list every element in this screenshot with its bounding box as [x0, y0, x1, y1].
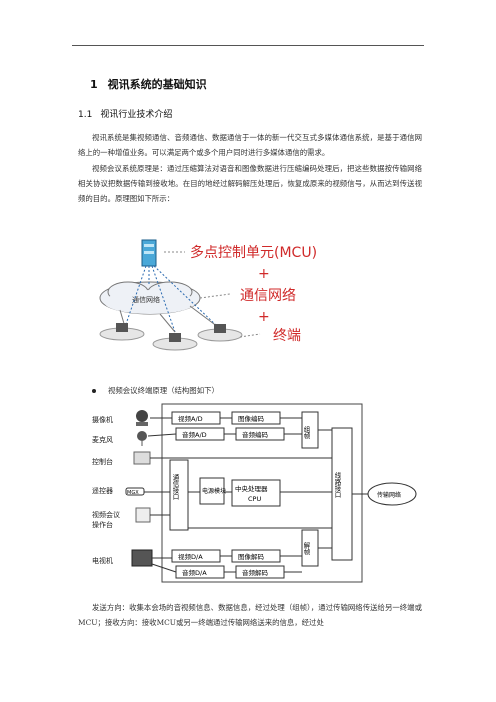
system-overview-diagram: 通信网络 多点控制单元(MCU) + 通信网络 + 终端: [99, 239, 317, 351]
terminal-icon: [152, 333, 198, 351]
image-encode-box: 图像编码: [238, 414, 265, 423]
camera-icon: [136, 410, 148, 426]
intro-paragraph: 视讯系统是集视频通信、音频通信、数据通信于一体的新一代交互式多媒体通信系统，是基…: [78, 133, 422, 157]
terminal-icon: [197, 324, 243, 342]
console-label: 控制台: [92, 457, 113, 466]
transport-network-cloud: 传输网络: [377, 491, 401, 499]
network-label: 通信网络: [240, 288, 296, 304]
principle-paragraph: 视频会议系统原理是：通过压缩算法对语音和图像数据进行压缩编码处理后，把这些数据按…: [78, 164, 422, 203]
microphone-icon: [137, 431, 147, 446]
plus-sign: +: [258, 266, 270, 282]
direction-paragraph: 发送方向：收集本会场的音视频信息、数据信息，经过处理（组帧），通过传输网络传送给…: [78, 603, 422, 627]
image-decode-box: 图像解码: [238, 552, 265, 561]
terminal-label: 终端: [273, 328, 301, 344]
mic-label: 麦克风: [92, 435, 113, 444]
tv-icon: [131, 549, 153, 567]
power-box: 电源模块: [202, 487, 226, 495]
terminal-icon: [99, 323, 145, 341]
plus-sign: +: [258, 309, 270, 325]
cloud-label: 通信网络: [132, 295, 160, 304]
mcu-label: 多点控制单元(MCU): [190, 244, 317, 261]
deframing-box: 解帧: [302, 541, 310, 557]
header-rule: [72, 45, 424, 46]
audio-ad-box: 音频A/D: [182, 430, 207, 439]
remote-label: 遥控器: [92, 486, 113, 495]
audio-decode-box: 音频解码: [242, 568, 269, 577]
audio-da-box: 音频D/A: [182, 568, 207, 577]
operator-label: 视频会议: [92, 510, 120, 519]
cpu-box-label: CPU: [248, 495, 261, 503]
mcu-icon: [141, 239, 157, 267]
console-icon: [133, 451, 151, 465]
tv-label: 电视机: [92, 556, 113, 565]
video-ad-box: 视频A/D: [178, 414, 203, 423]
cpu-box: 中央处理器: [235, 484, 268, 493]
line-interface-box: 线路接口: [333, 471, 341, 499]
audio-encode-box: 音频编码: [242, 430, 269, 439]
framing-box: 组帧: [302, 425, 310, 441]
operator-label-2: 操作台: [92, 520, 113, 529]
operator-console-icon: [135, 507, 151, 523]
video-da-box: 视频D/A: [178, 552, 203, 561]
comm-interface-box: 通信接口: [171, 473, 179, 501]
bullet-icon: [92, 389, 96, 393]
bullet-item: 视频会议终端原理（结构图如下）: [92, 385, 219, 396]
camera-label: 摄像机: [92, 415, 113, 424]
terminal-block-diagram: MGX 摄像机 麦克风 控制台 遥控器 视频会议 操作台 电视机 视频A/D 音…: [92, 403, 417, 583]
remote-badge: MGX: [127, 490, 139, 496]
